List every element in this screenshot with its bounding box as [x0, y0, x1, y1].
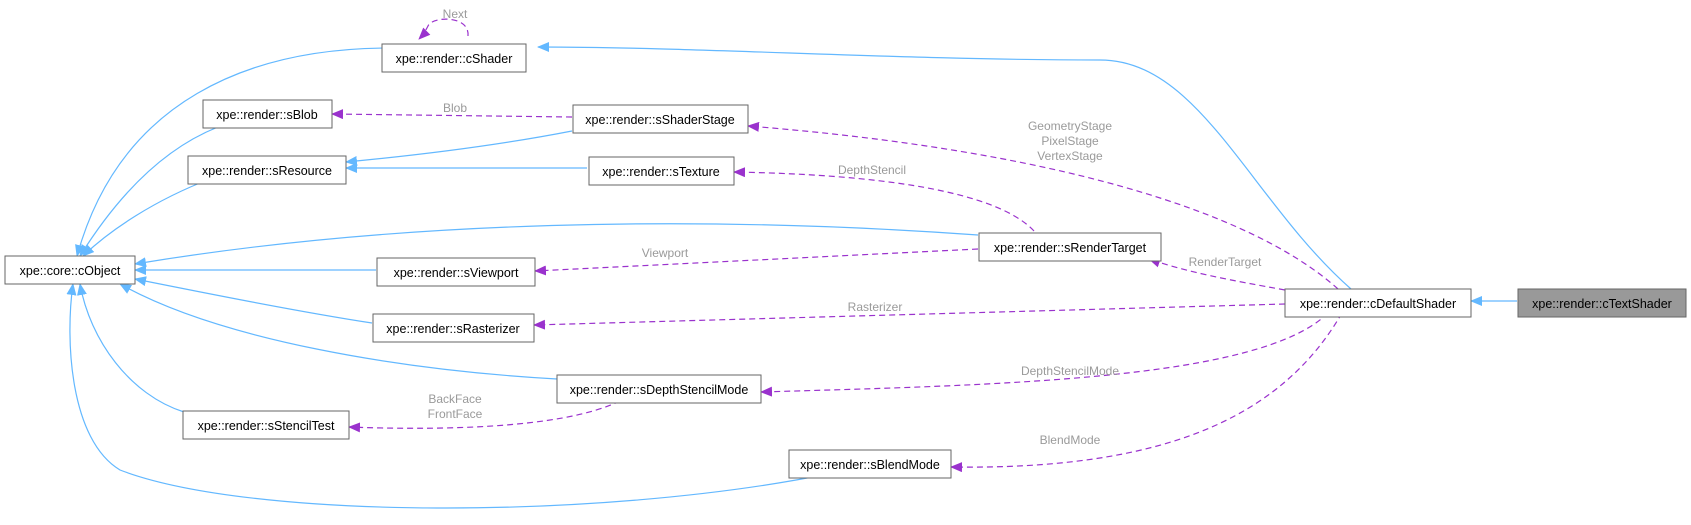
- edge-cdefaultshader-cshader: [537, 42, 1352, 290]
- edge-srendertarget-sviewport: [534, 248, 979, 276]
- edge-srendertarget-stexture: [733, 167, 1035, 232]
- edge-sblendmode-cobject: [66, 283, 829, 509]
- node-ctextshader: xpe::render::cTextShader: [1517, 288, 1687, 318]
- node-cobject[interactable]: xpe::core::cObject: [4, 255, 136, 285]
- svg-text:xpe::render::cTextShader: xpe::render::cTextShader: [1532, 297, 1672, 311]
- edge-cshader-cobject: [75, 47, 391, 257]
- svg-text:xpe::render::sDepthStencilMode: xpe::render::sDepthStencilMode: [570, 383, 749, 397]
- node-srasterizer[interactable]: xpe::render::sRasterizer: [372, 313, 535, 343]
- label-backface: BackFace: [428, 392, 482, 406]
- svg-text:xpe::render::sBlendMode: xpe::render::sBlendMode: [800, 458, 940, 472]
- edge-sstenciltest-cobject: [77, 283, 185, 413]
- edge-sdepthstencilmode-sstenciltest: [348, 400, 621, 433]
- label-depthstencilmode: DepthStencilMode: [1021, 364, 1119, 378]
- edge-srasterizer-cobject: [134, 276, 373, 324]
- label-rasterizer: Rasterizer: [848, 300, 903, 314]
- node-sstenciltest[interactable]: xpe::render::sStencilTest: [182, 410, 350, 440]
- node-sshaderstage[interactable]: xpe::render::sShaderStage: [572, 104, 749, 134]
- edge-srendertarget-cobject: [134, 223, 979, 268]
- edge-cdefaultshader-sdepthstencilmode: [760, 312, 1329, 397]
- edge-cdefaultshader-sblendmode: [950, 312, 1343, 473]
- node-sblob[interactable]: xpe::render::sBlob: [202, 99, 333, 129]
- svg-text:xpe::render::sRasterizer: xpe::render::sRasterizer: [386, 322, 519, 336]
- node-stexture[interactable]: xpe::render::sTexture: [588, 156, 735, 186]
- label-vertexstage: VertexStage: [1037, 149, 1103, 163]
- node-cshader[interactable]: xpe::render::cShader: [381, 43, 527, 73]
- svg-text:xpe::render::cShader: xpe::render::cShader: [396, 52, 513, 66]
- label-next: Next: [443, 7, 468, 21]
- edge-sshaderstage-sresource: [345, 130, 573, 166]
- inheritance-edges: [66, 42, 1517, 509]
- node-sviewport[interactable]: xpe::render::sViewport: [376, 257, 536, 287]
- label-blendmode: BlendMode: [1040, 433, 1101, 447]
- node-srendertarget[interactable]: xpe::render::sRenderTarget: [978, 232, 1162, 262]
- svg-text:xpe::render::sShaderStage: xpe::render::sShaderStage: [585, 113, 734, 127]
- edge-sblob-cobject: [79, 126, 219, 257]
- svg-text:xpe::render::sBlob: xpe::render::sBlob: [216, 108, 317, 122]
- edge-cdefaultshader-sshaderstage: [747, 121, 1339, 290]
- label-viewport: Viewport: [642, 246, 689, 260]
- label-pixelstage: PixelStage: [1041, 134, 1099, 148]
- usage-edges: [331, 18, 1343, 473]
- edge-cdefaultshader-srasterizer: [533, 303, 1286, 330]
- svg-text:xpe::core::cObject: xpe::core::cObject: [20, 264, 121, 278]
- node-sblendmode[interactable]: xpe::render::sBlendMode: [788, 449, 952, 479]
- label-depthstencil: DepthStencil: [838, 163, 906, 177]
- svg-text:xpe::render::sStencilTest: xpe::render::sStencilTest: [198, 419, 335, 433]
- edge-sshaderstage-sblob: [331, 109, 573, 120]
- edge-sdepthstencilmode-cobject: [119, 283, 558, 380]
- edge-labels: Next Blob DepthStencil GeometryStage Pix…: [428, 7, 1262, 447]
- edge-sresource-cobject: [82, 178, 211, 257]
- label-frontface: FrontFace: [428, 407, 483, 421]
- label-rendertarget: RenderTarget: [1189, 255, 1262, 269]
- svg-text:xpe::render::sRenderTarget: xpe::render::sRenderTarget: [994, 241, 1147, 255]
- svg-text:xpe::render::sViewport: xpe::render::sViewport: [394, 266, 519, 280]
- svg-text:xpe::render::cDefaultShader: xpe::render::cDefaultShader: [1300, 297, 1456, 311]
- node-sresource[interactable]: xpe::render::sResource: [187, 155, 347, 185]
- label-blob: Blob: [443, 101, 467, 115]
- svg-text:xpe::render::sResource: xpe::render::sResource: [202, 164, 332, 178]
- node-cdefaultshader[interactable]: xpe::render::cDefaultShader: [1284, 288, 1472, 318]
- svg-text:xpe::render::sTexture: xpe::render::sTexture: [602, 165, 719, 179]
- label-geometrystage: GeometryStage: [1028, 119, 1112, 133]
- edge-cshader-next: [418, 18, 469, 40]
- node-sdepthstencilmode[interactable]: xpe::render::sDepthStencilMode: [556, 374, 762, 404]
- edge-cdefaultshader-srendertarget: [1148, 257, 1286, 291]
